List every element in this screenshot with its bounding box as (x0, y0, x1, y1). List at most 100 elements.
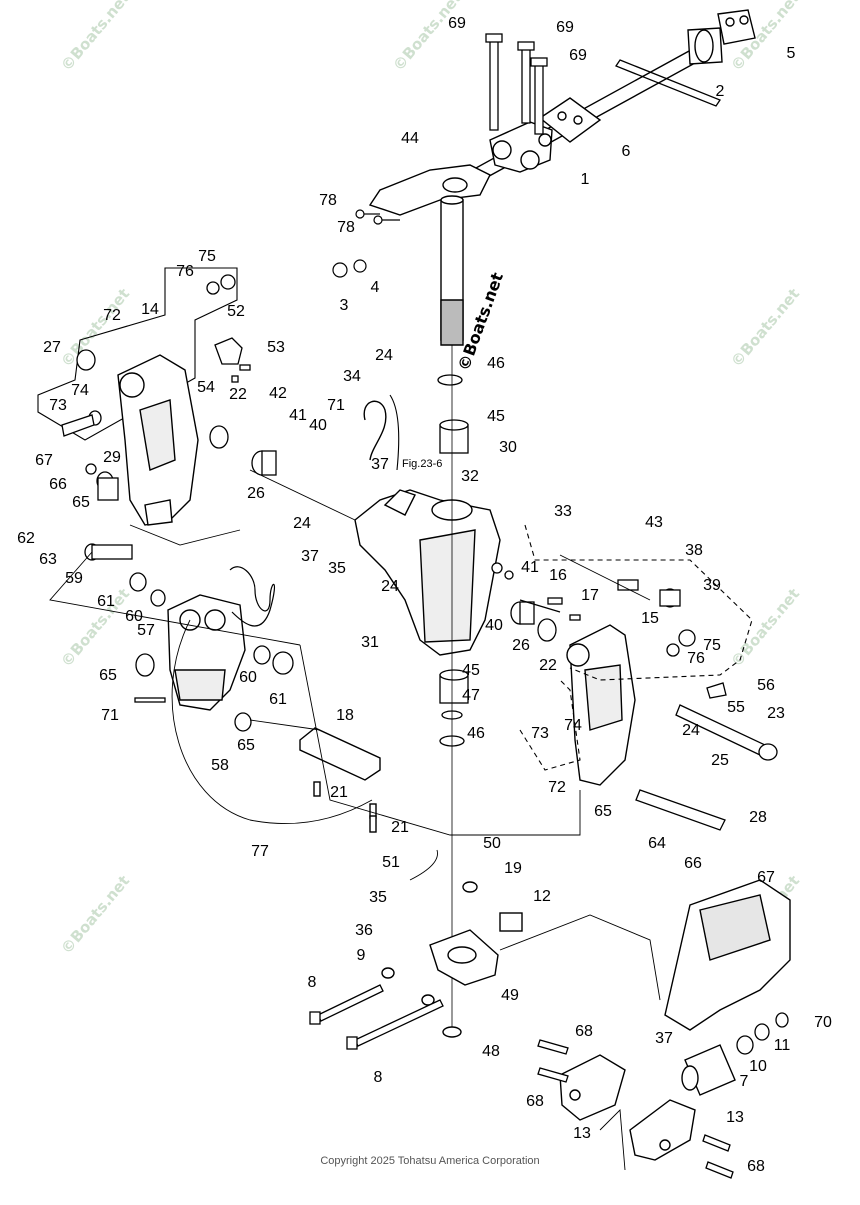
part-callout-51: 51 (382, 854, 400, 871)
part-callout-74: 74 (564, 717, 582, 734)
part-callout-68: 68 (575, 1023, 593, 1040)
watermark: ©Boats.net (57, 0, 133, 75)
rods (519, 59, 778, 831)
part-callout-43: 43 (645, 514, 663, 531)
part-callout-77: 77 (251, 843, 269, 860)
leader-lines (49, 469, 661, 1171)
figure-reference: Fig.23-6 (402, 458, 442, 470)
part-callout-52: 52 (227, 303, 245, 320)
part-callout-55: 55 (727, 699, 745, 716)
part-callout-37: 37 (301, 548, 319, 565)
part-callout-5: 5 (787, 45, 796, 62)
part-callout-78: 78 (337, 219, 355, 236)
lower-unit-housing (664, 879, 791, 1031)
part-callout-49: 49 (501, 987, 519, 1004)
part-callout-30: 30 (499, 439, 517, 456)
clamp-bracket-right-15 (566, 624, 636, 786)
part-callout-24: 24 (682, 722, 700, 739)
part-callout-26: 26 (512, 637, 530, 654)
part-callout-68: 68 (526, 1093, 544, 1110)
part-callout-37: 37 (655, 1030, 673, 1047)
part-callout-45: 45 (462, 662, 480, 679)
part-callout-54: 54 (197, 379, 215, 396)
part-callout-14: 14 (141, 301, 159, 318)
part-callout-74: 74 (71, 382, 89, 399)
part-callout-3: 3 (340, 297, 349, 314)
part-callout-21: 21 (330, 784, 348, 801)
part-callout-24: 24 (293, 515, 311, 532)
part-callout-71: 71 (327, 397, 345, 414)
part-callout-59: 59 (65, 570, 83, 587)
part-callout-10: 10 (749, 1058, 767, 1075)
wire-fig23 (389, 394, 400, 471)
plate-6 (538, 97, 602, 143)
small-fasteners (332, 209, 400, 278)
part-callout-70: 70 (814, 1014, 832, 1031)
part-callout-25: 25 (711, 752, 729, 769)
right-side-small-parts (491, 562, 727, 699)
part-callout-37: 37 (371, 456, 389, 473)
part-callout-65: 65 (72, 494, 90, 511)
part-callout-8: 8 (374, 1069, 383, 1086)
rubber-mount-7 (681, 1044, 736, 1096)
part-callout-23: 23 (767, 705, 785, 722)
tilt-cylinder-unit-57 (167, 594, 246, 711)
bracket-parts-52 (206, 274, 251, 383)
part-callout-75: 75 (703, 637, 721, 654)
part-callout-29: 29 (103, 449, 121, 466)
watermark: ©Boats.net (57, 872, 133, 958)
spring-34 (363, 400, 387, 461)
group-outline-right (519, 524, 753, 771)
part-callout-46: 46 (487, 355, 505, 372)
part-callout-69: 69 (448, 15, 466, 32)
part-callout-8: 8 (308, 974, 317, 991)
part-callout-44: 44 (401, 130, 419, 147)
part-callout-61: 61 (269, 691, 287, 708)
part-callout-73: 73 (531, 725, 549, 742)
part-callout-46: 46 (467, 725, 485, 742)
part-callout-64: 64 (648, 835, 666, 852)
lower-mount-49 (381, 881, 523, 1038)
part-callout-1: 1 (581, 171, 590, 188)
part-callout-26: 26 (247, 485, 265, 502)
part-callout-56: 56 (757, 677, 775, 694)
part-callout-65: 65 (237, 737, 255, 754)
part-callout-71: 71 (101, 707, 119, 724)
part-callout-69: 69 (569, 47, 587, 64)
group-outline-left (37, 267, 238, 441)
part-callout-36: 36 (355, 922, 373, 939)
clamp-bracket-left-14 (117, 354, 199, 526)
part-callout-66: 66 (49, 476, 67, 493)
part-callout-76: 76 (687, 650, 705, 667)
part-callout-27: 27 (43, 339, 61, 356)
part-callout-69: 69 (556, 19, 574, 36)
part-callout-9: 9 (357, 947, 366, 964)
swivel-shaft (440, 195, 464, 346)
part-callout-18: 18 (336, 707, 354, 724)
part-callout-57: 57 (137, 622, 155, 639)
part-callout-53: 53 (267, 339, 285, 356)
part-callout-15: 15 (641, 610, 659, 627)
watermark: ©Boats.net (389, 0, 465, 75)
part-callout-67: 67 (35, 452, 53, 469)
part-callout-40: 40 (485, 617, 503, 634)
part-callout-28: 28 (749, 809, 767, 826)
bolts-68 (537, 1039, 734, 1179)
part-callout-13: 13 (726, 1109, 744, 1126)
tilt-unit-bushings (84, 543, 294, 732)
part-callout-62: 62 (17, 530, 35, 547)
part-callout-45: 45 (487, 408, 505, 425)
part-callout-72: 72 (548, 779, 566, 796)
part-callout-60: 60 (125, 608, 143, 625)
part-callout-66: 66 (684, 855, 702, 872)
part-callout-35: 35 (369, 889, 387, 906)
part-callout-63: 63 (39, 551, 57, 568)
bushings-left (61, 349, 277, 501)
grease-plate-5 (717, 9, 756, 45)
part-callout-41: 41 (521, 559, 539, 576)
swivel-bracket (354, 489, 501, 656)
part-callout-42: 42 (269, 385, 287, 402)
hose-wire (229, 566, 276, 627)
